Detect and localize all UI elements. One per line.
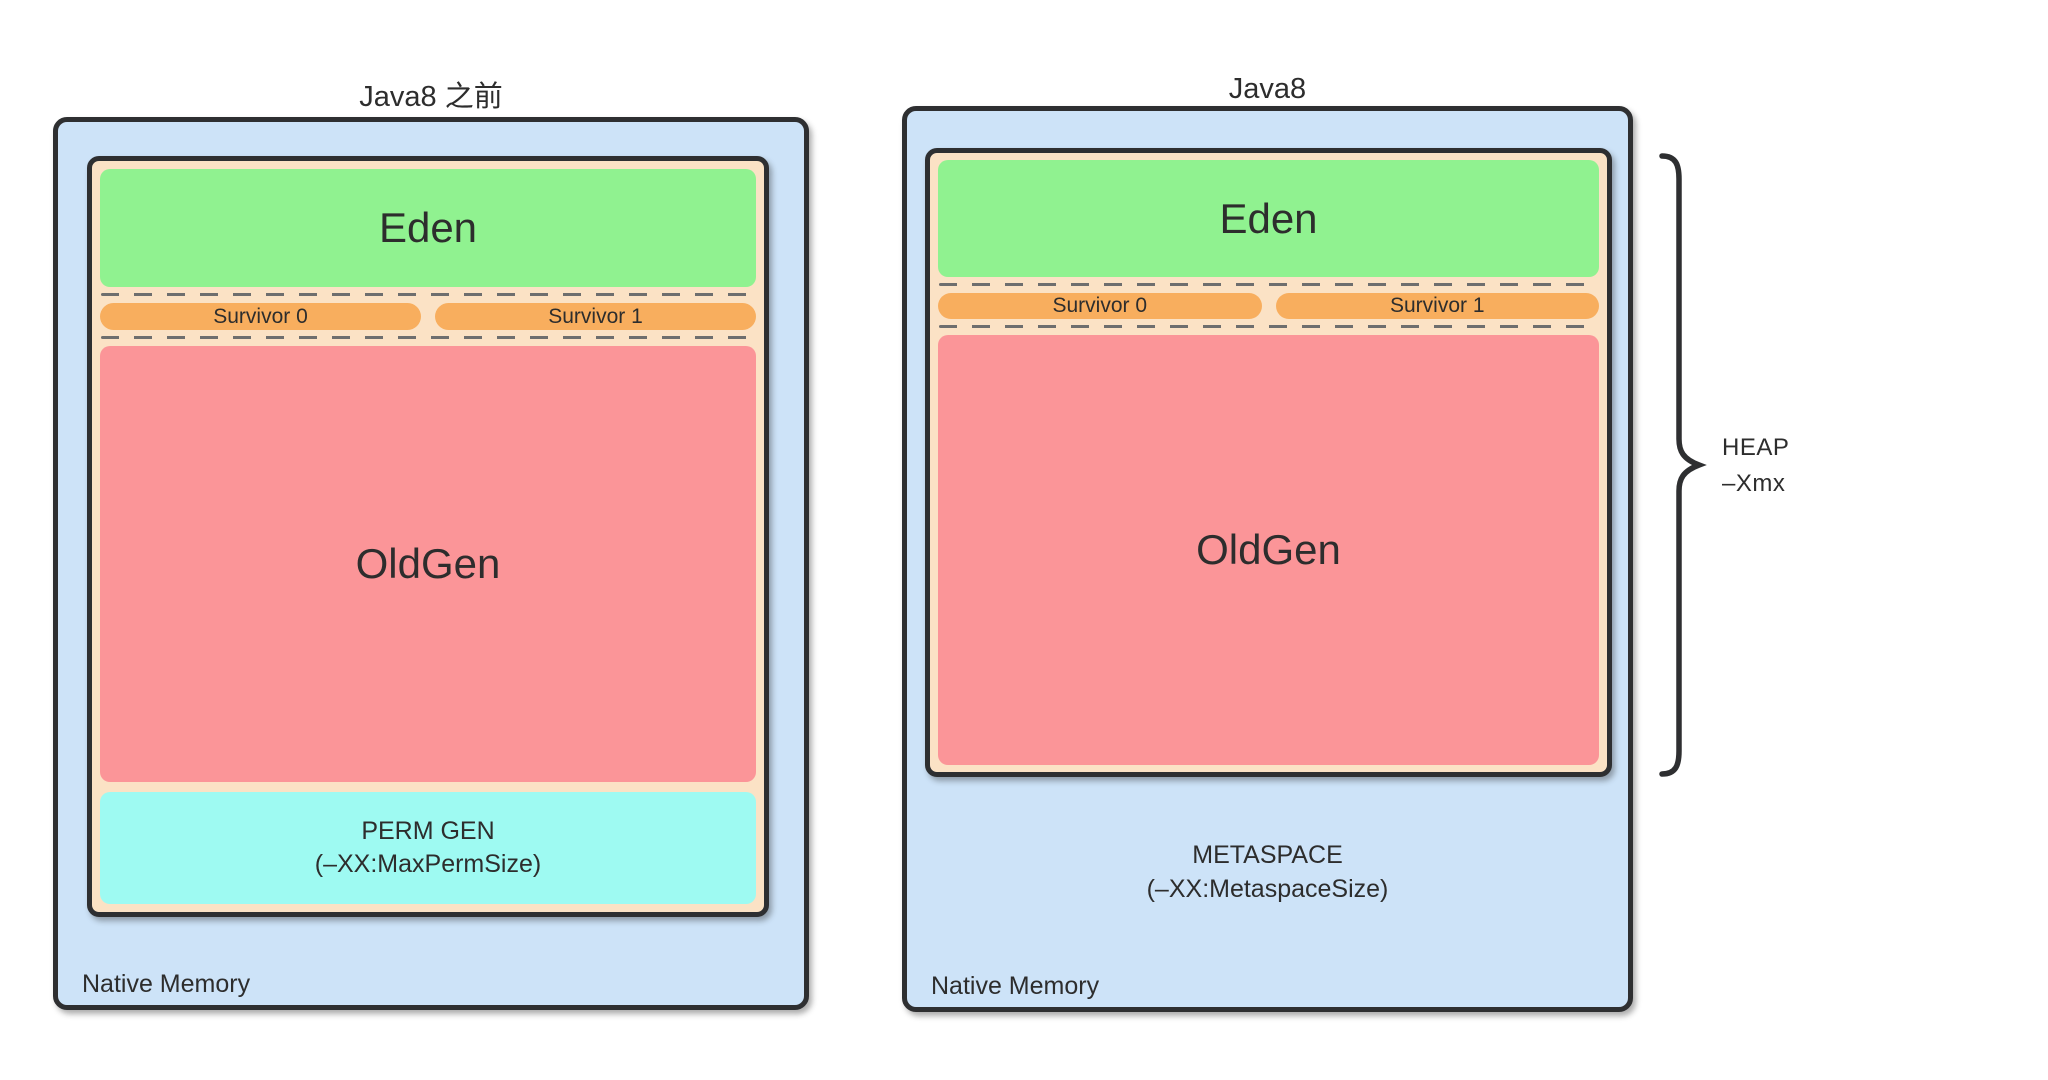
survivor-row-right: Survivor 0 Survivor 1 — [938, 293, 1599, 319]
oldgen-region-right: OldGen — [938, 335, 1599, 765]
heap-label: HEAP — [1722, 434, 1790, 461]
native-memory-label-right: Native Memory — [931, 972, 1100, 1000]
survivor-divider-top-left — [101, 293, 755, 296]
permgen-label: PERM GEN — [361, 817, 495, 845]
survivor-divider-top-right — [939, 283, 1598, 286]
heap-box-right: Eden Survivor 0 Survivor 1 OldGen — [925, 148, 1612, 777]
survivor-divider-bottom-right — [939, 325, 1598, 328]
permgen-flag-label: (–XX:MaxPermSize) — [314, 850, 542, 878]
survivor1-region-right: Survivor 1 — [1275, 293, 1599, 319]
panel-title-java8-before: Java8 之前 — [359, 81, 503, 113]
heap-permgen-box-left: Eden Survivor 0 Survivor 1 OldGen PERM G… — [87, 156, 769, 917]
metaspace-flag-label: (–XX:MetaspaceSize) — [1146, 875, 1389, 903]
panel-title-java8: Java8 — [1228, 73, 1307, 105]
xmx-flag-label: –Xmx — [1722, 470, 1786, 497]
metaspace-region: METASPACE (–XX:MetaspaceSize) — [902, 838, 1633, 906]
permgen-region: PERM GEN (–XX:MaxPermSize) — [100, 792, 756, 904]
eden-region-left: Eden — [100, 169, 756, 287]
metaspace-label: METASPACE — [1192, 841, 1343, 869]
heap-annotation: HEAP –Xmx — [1722, 430, 1789, 502]
native-memory-label-left: Native Memory — [82, 970, 251, 998]
eden-region-right: Eden — [938, 160, 1599, 277]
survivor0-region-right: Survivor 0 — [938, 293, 1262, 319]
heap-brace-path — [1659, 153, 1707, 777]
survivor0-region-left: Survivor 0 — [100, 303, 421, 330]
heap-brace — [1659, 153, 1707, 777]
survivor-divider-bottom-left — [101, 336, 755, 339]
oldgen-region-left: OldGen — [100, 346, 756, 782]
survivor1-region-left: Survivor 1 — [435, 303, 756, 330]
survivor-row-left: Survivor 0 Survivor 1 — [100, 303, 756, 330]
